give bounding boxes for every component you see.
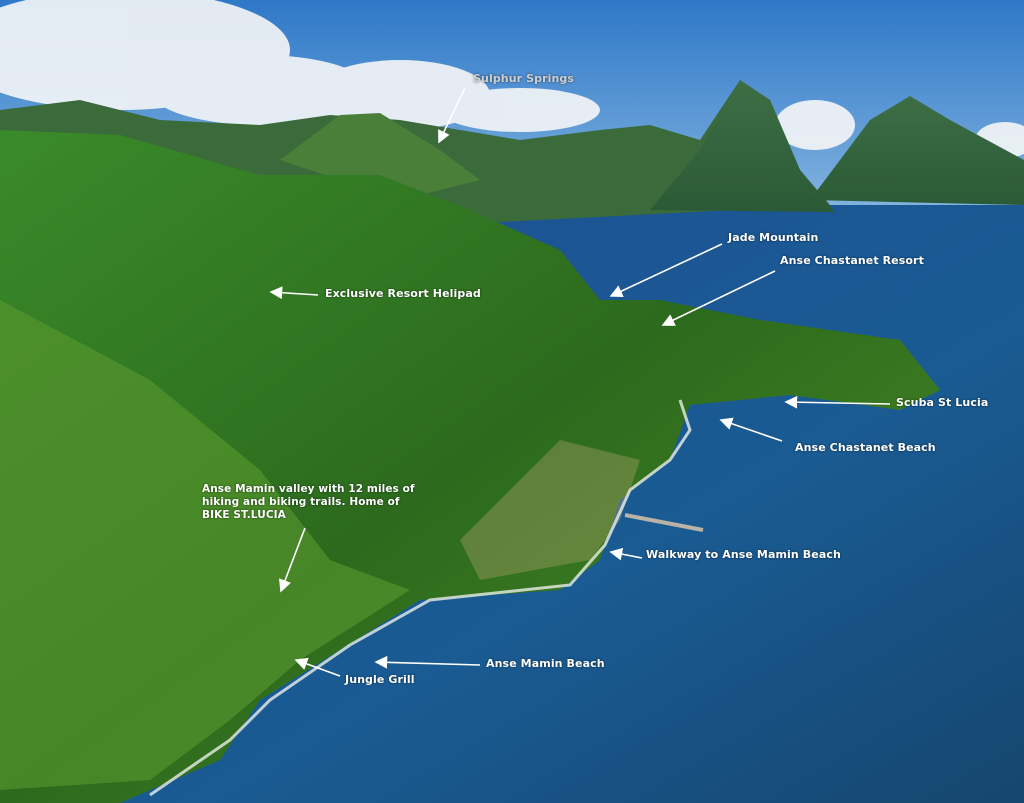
label-anse-chastanet-beach: Anse Chastanet Beach (795, 441, 936, 454)
label-walkway: Walkway to Anse Mamin Beach (646, 548, 841, 561)
shoreline (149, 399, 692, 797)
coastline-land (0, 130, 940, 803)
label-anse-mamin-valley: Anse Mamin valley with 12 miles of hikin… (202, 483, 415, 521)
label-helipad: Exclusive Resort Helipad (325, 287, 481, 300)
label-sulphur-springs: Sulphur Springs (473, 72, 575, 85)
walkway-pier (624, 513, 704, 532)
label-scuba-st-lucia: Scuba St Lucia (896, 396, 989, 409)
label-anse-mamin-beach: Anse Mamin Beach (486, 657, 605, 670)
label-anse-chastanet-resort: Anse Chastanet Resort (780, 254, 924, 267)
label-jade-mountain: Jade Mountain (728, 231, 819, 244)
label-jungle-grill: Jungle Grill (345, 673, 415, 686)
